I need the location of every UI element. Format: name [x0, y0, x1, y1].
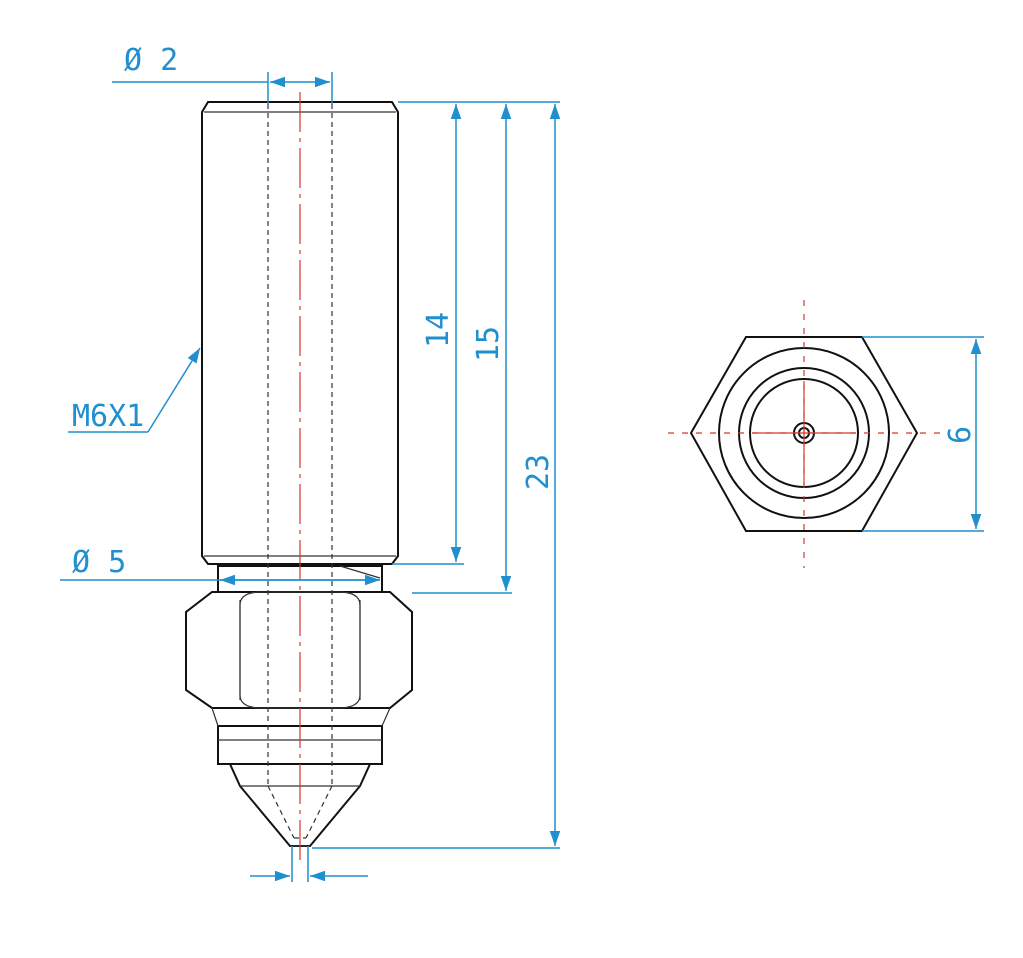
end-view: 6 — [668, 300, 984, 568]
hex-size-label: 6 — [943, 426, 978, 444]
end-centerlines — [668, 300, 940, 568]
throat-diameter-label: Ø 5 — [72, 545, 126, 580]
dimensions-end: 6 — [862, 336, 984, 532]
collar — [211, 707, 391, 765]
length-15-label: 15 — [471, 326, 506, 362]
dimensions-side: Ø 2 Ø 5 M6X1 14 15 23 — [60, 43, 561, 882]
length-23-label: 23 — [521, 454, 556, 490]
internal-bore — [267, 104, 333, 839]
bore-diameter-label: Ø 2 — [124, 43, 178, 78]
hex-nut — [185, 591, 413, 709]
side-view: Ø 2 Ø 5 M6X1 14 15 23 — [60, 43, 561, 882]
thread-label: M6X1 — [72, 399, 144, 434]
length-14-label: 14 — [421, 312, 456, 348]
